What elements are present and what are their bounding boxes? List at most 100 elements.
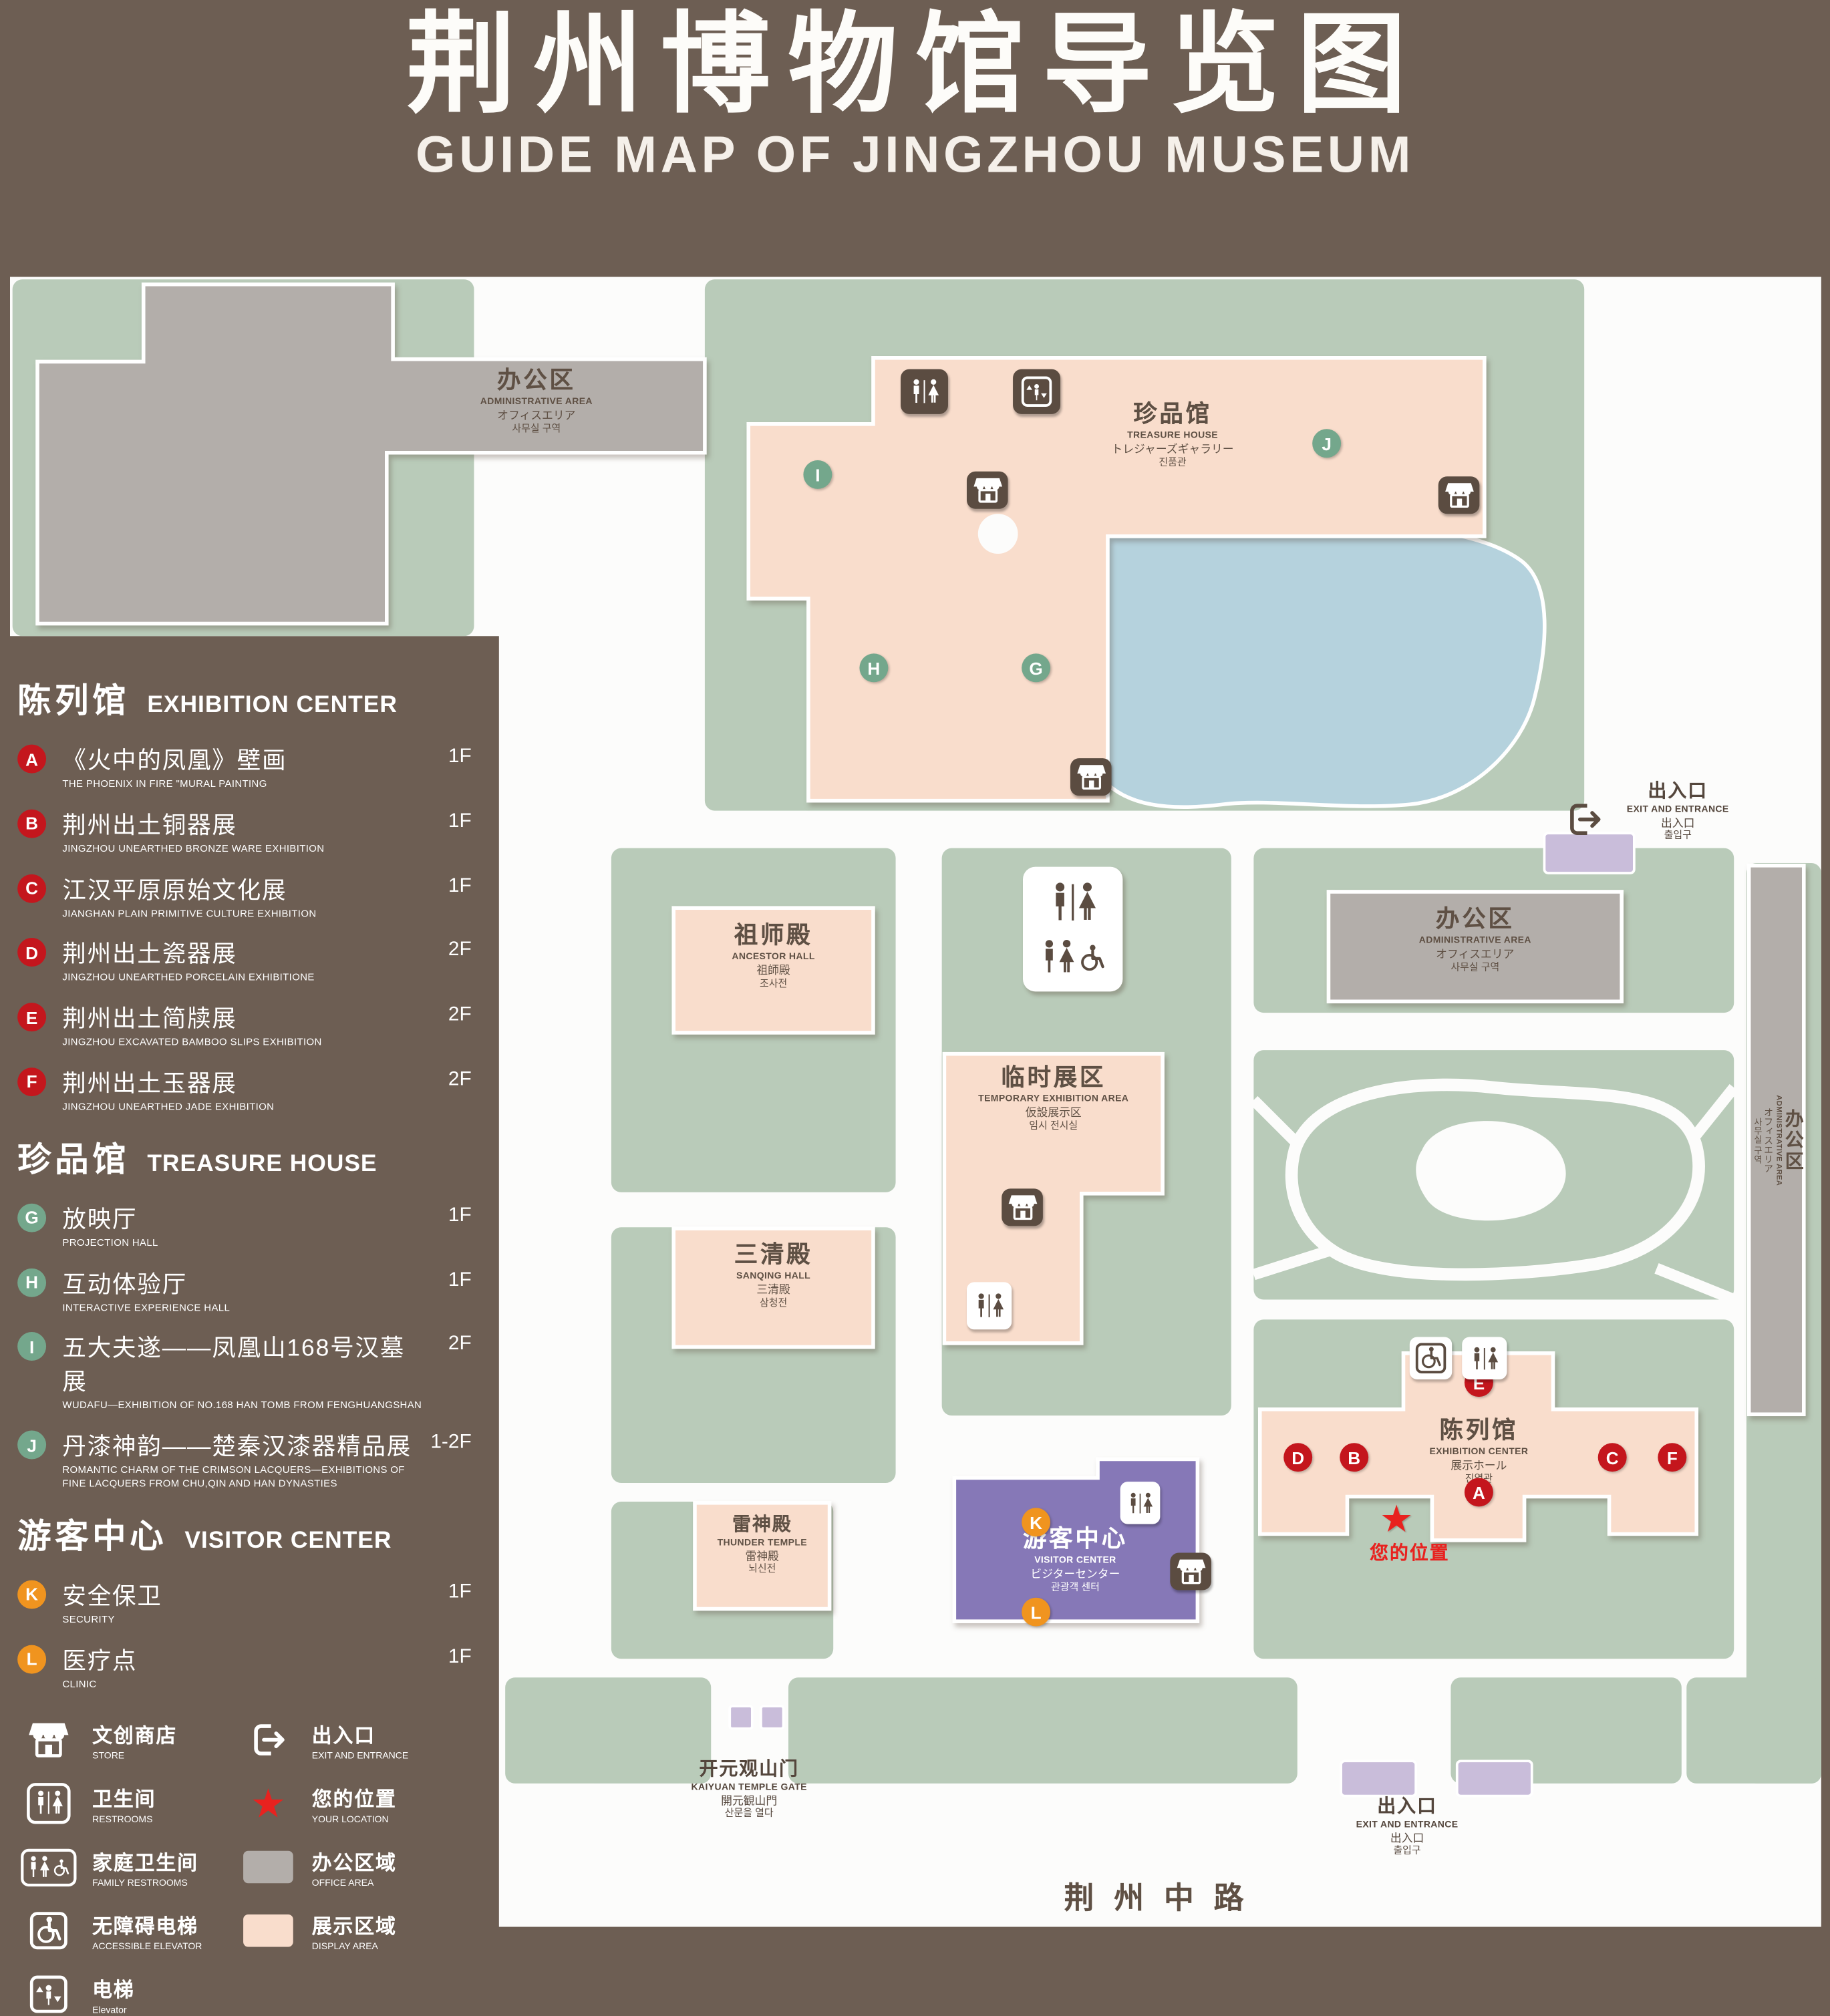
item-name-en: THE PHOENIX IN FIRE "MURAL PAINTING xyxy=(62,778,267,790)
item-floor: 1F xyxy=(448,745,472,768)
label-temporary-exhibition-kr: 임시 전시실 xyxy=(1029,1120,1078,1132)
legend-panel: 陈列馆 EXHIBITION CENTER A 《火中的凤凰》壁画 THE PH… xyxy=(17,656,494,2016)
label-sanqing-hall-kr: 삼청전 xyxy=(759,1297,788,1309)
item-floor: 2F xyxy=(448,1333,472,1355)
item-floor: 1F xyxy=(448,1204,472,1226)
symbol-label-en: EXIT AND ENTRANCE xyxy=(311,1750,409,1761)
marker-badge-G: G xyxy=(17,1203,47,1232)
symbol-label-zh: 办公区域 xyxy=(311,1854,397,1875)
label-ancestor-hall-jp: 祖師殿 xyxy=(756,964,790,977)
restroom-icon xyxy=(1046,880,1100,923)
office-area-swatch xyxy=(237,1851,299,1884)
symbol-label-zh: 电梯 xyxy=(92,1981,135,2003)
label-treasure-house-jp: トレジャーズギャラリー xyxy=(1111,443,1234,456)
item-name-zh: 《火中的凤凰》壁画 xyxy=(62,748,287,775)
lawn-area-north xyxy=(704,279,1585,811)
label-treasure-house-zh: 珍品馆 xyxy=(1133,401,1212,428)
road-name: 荆州中路 xyxy=(1064,1882,1264,1916)
legend-item-G: G 放映厅 PROJECTION HALL 1F xyxy=(17,1201,494,1250)
marker-badge-K: K xyxy=(17,1580,47,1609)
display-area-swatch xyxy=(237,1914,299,1948)
symbol-label-en: YOUR LOCATION xyxy=(311,1814,389,1826)
item-name-zh: 荆州出土瓷器展 xyxy=(62,942,237,969)
label-treasure-house: 珍品馆 TREASURE HOUSE トレジャーズギャラリー 진품관 xyxy=(1048,401,1297,468)
label-exit-east-kr: 출입구 xyxy=(1664,829,1692,841)
label-thunder-temple-zh: 雷神殿 xyxy=(732,1514,792,1536)
map-marker-G: G xyxy=(1022,653,1051,683)
symbol-label-en: ACCESSIBLE ELEVATOR xyxy=(92,1941,202,1953)
label-admin-northwest-jp: オフィスエリア xyxy=(497,409,576,422)
label-admin-east-zh: 办公区 xyxy=(1435,906,1515,933)
section-title-zh: 珍品馆 xyxy=(17,1140,130,1178)
label-kaiyuan-gate: 开元观山门 KAIYUAN TEMPLE GATE 開元観山門 산문을 열다 xyxy=(646,1759,852,1820)
restroom-icon xyxy=(1462,1337,1507,1379)
marker-badge-B: B xyxy=(17,809,47,838)
item-name-zh: 互动体验厅 xyxy=(62,1271,188,1298)
exit-icon xyxy=(237,1721,299,1759)
symbol-label-en: STORE xyxy=(92,1750,125,1761)
item-name-en: CLINIC xyxy=(62,1678,97,1690)
item-name-zh: 荆州出土玉器展 xyxy=(62,1071,237,1098)
item-name-en: JINGZHOU UNEARTHED BRONZE WARE EXHIBITIO… xyxy=(62,842,325,854)
label-kaiyuan-gate-jp: 開元観山門 xyxy=(721,1794,778,1807)
legend-section-treasure-house: 珍品馆 TREASURE HOUSE xyxy=(17,1132,494,1181)
item-floor: 2F xyxy=(448,1069,472,1090)
item-name-zh: 放映厅 xyxy=(62,1206,138,1234)
label-sanqing-hall-en: SANQING HALL xyxy=(736,1270,811,1282)
symbol-label-en: DISPLAY AREA xyxy=(311,1941,378,1953)
lawn-area-south-4 xyxy=(1686,1677,1821,1784)
label-ancestor-hall-zh: 祖师殿 xyxy=(734,922,813,949)
symbol-label-zh: 您的位置 xyxy=(311,1790,397,1812)
symbol-label-en: OFFICE AREA xyxy=(311,1877,374,1889)
lawn-area-south-2 xyxy=(788,1677,1298,1784)
symbol-label-zh: 展示区域 xyxy=(311,1917,397,1939)
exit-icon xyxy=(1565,801,1603,838)
marker-badge-C: C xyxy=(17,874,47,903)
legend-item-D: D 荆州出土瓷器展 JINGZHOU UNEARTHED PORCELAIN E… xyxy=(17,936,494,985)
legend-section-exhibition-center: 陈列馆 EXHIBITION CENTER xyxy=(17,673,494,722)
symbol-label-en: Elevator xyxy=(92,2005,127,2016)
label-sanqing-hall: 三清殿 SANQING HALL 三清殿 삼청전 xyxy=(673,1242,873,1309)
symbol-label-en: FAMILY RESTROOMS xyxy=(92,1877,188,1889)
store-icon xyxy=(1002,1188,1043,1226)
map-marker-I: I xyxy=(803,460,832,489)
label-admin-northwest-en: ADMINISTRATIVE AREA xyxy=(480,395,593,407)
item-floor: 2F xyxy=(448,1004,472,1026)
label-exit-south-jp: 出入口 xyxy=(1390,1831,1424,1844)
label-kaiyuan-gate-en: KAIYUAN TEMPLE GATE xyxy=(691,1780,807,1792)
restroom-icon xyxy=(1120,1482,1161,1524)
label-exit-east-jp: 出入口 xyxy=(1660,816,1695,829)
item-name-zh: 江汉平原原始文化展 xyxy=(62,877,287,904)
label-visitor-center-zh: 游客中心 xyxy=(1022,1526,1128,1553)
label-treasure-house-en: TREASURE HOUSE xyxy=(1127,430,1219,441)
legend-symbol-exit: 出入口 EXIT AND ENTRANCE xyxy=(237,1719,494,1761)
map-marker-L: L xyxy=(1022,1597,1051,1627)
legend-item-I: I 五大夫遂——凤凰山168号汉墓展 WUDAFU—EXHIBITION OF … xyxy=(17,1330,494,1413)
label-admin-side-jp: オフィスエリア xyxy=(1763,1108,1775,1174)
lawn-area-south-3 xyxy=(1451,1677,1682,1784)
restroom-icon xyxy=(17,1783,80,1825)
label-thunder-temple-en: THUNDER TEMPLE xyxy=(717,1536,807,1548)
legend-symbol-elevator: 电梯 Elevator xyxy=(17,1973,237,2016)
label-ancestor-hall: 祖师殿 ANCESTOR HALL 祖師殿 조사전 xyxy=(673,923,873,990)
garden-area xyxy=(1253,1050,1734,1300)
label-sanqing-hall-jp: 三清殿 xyxy=(756,1283,790,1297)
store-icon xyxy=(966,471,1008,509)
item-name-zh: 荆州出土简牍展 xyxy=(62,1007,237,1033)
label-admin-east: 办公区 ADMINISTRATIVE AREA オフィスエリア 사무실 구역 xyxy=(1328,906,1622,973)
map-marker-C: C xyxy=(1597,1443,1627,1472)
legend-symbols: 文创商店 STORE 出入口 EXIT AND ENTRANCE 卫生间 RES… xyxy=(17,1719,494,2016)
legend-symbol-family-restrooms: 家庭卫生间 FAMILY RESTROOMS xyxy=(17,1846,237,1888)
item-floor: 1F xyxy=(448,1581,472,1603)
item-floor: 1-2F xyxy=(430,1432,472,1454)
legend-item-F: F 荆州出土玉器展 JINGZHOU UNEARTHED JADE EXHIBI… xyxy=(17,1065,494,1114)
item-floor: 1F xyxy=(448,810,472,832)
legend-symbol-restrooms: 卫生间 RESTROOMS xyxy=(17,1783,237,1825)
label-visitor-center-en: VISITOR CENTER xyxy=(1034,1554,1116,1566)
item-floor: 1F xyxy=(448,1269,472,1291)
item-floor: 1F xyxy=(448,1645,472,1667)
label-admin-east-en: ADMINISTRATIVE AREA xyxy=(1418,935,1531,947)
poster-header: 荆州博物馆导览图 GUIDE MAP OF JINGZHOU MUSEUM xyxy=(0,0,1830,184)
legend-item-J: J 丹漆神韵——楚秦汉漆器精品展 ROMANTIC CHARM OF THE C… xyxy=(17,1428,494,1491)
label-temporary-exhibition: 临时展区 TEMPORARY EXHIBITION AREA 仮設展示区 임시 … xyxy=(944,1065,1163,1132)
